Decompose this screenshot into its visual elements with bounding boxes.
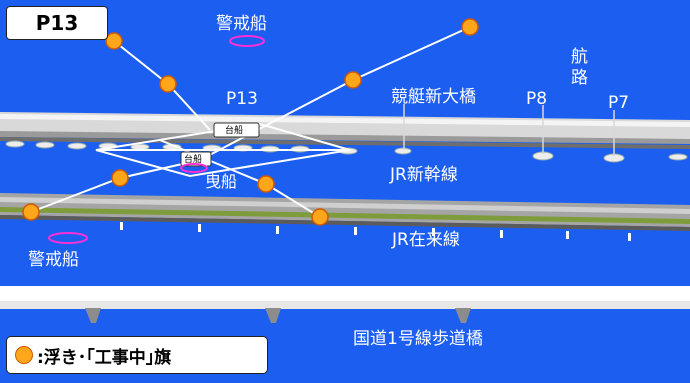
barge-label-2: 台船 [184,153,202,165]
pier-p13-label: P13 [226,89,258,109]
pier-columns [403,104,615,156]
barges [180,122,260,167]
buoy [257,175,275,193]
lower-band-shadow [0,301,690,309]
guard-ship-bottom-label: 警戒船 [28,250,79,270]
kyotei-bridge-label: 競艇新大橋 [391,87,476,107]
buoy [22,203,40,221]
orange-circle-icon [15,346,33,364]
buoy [111,169,129,187]
buoy [105,32,123,50]
guard-ship-top-label: 警戒船 [216,14,267,34]
tugboat-label: 曳船 [205,172,237,191]
jr-line-pillars [120,222,631,241]
guard-ship-top-marker [229,35,265,47]
buoy [461,18,479,36]
jr-conventional-label: JR在来線 [391,230,460,250]
legend-text: :浮き･｢工事中｣旗 [37,347,172,368]
legend: :浮き･｢工事中｣旗 [6,336,268,374]
buoy [159,75,177,93]
lower-band [0,286,690,301]
buoy [344,71,362,89]
buoy [311,208,329,226]
national-route-bridge-label: 国道1号線歩道橋 [353,329,483,349]
kyotei-bridge [0,112,690,149]
guard-ship-markers [48,35,265,244]
pier-p8-label: P8 [526,89,547,109]
section-title: P13 [6,6,108,40]
footbridge-supports [85,308,471,323]
channel-label-1: 航 [571,47,588,67]
tugboat-marker [180,163,208,173]
jr-shinkansen-label: JR新幹線 [389,164,458,185]
channel-label-2: 路 [571,68,588,88]
barge-label-1: 台船 [225,124,243,136]
buoys [22,18,479,226]
pier-p7-label: P7 [608,93,629,113]
guard-ship-bottom-marker [48,232,88,244]
jr-conventional-line-track [0,193,690,231]
